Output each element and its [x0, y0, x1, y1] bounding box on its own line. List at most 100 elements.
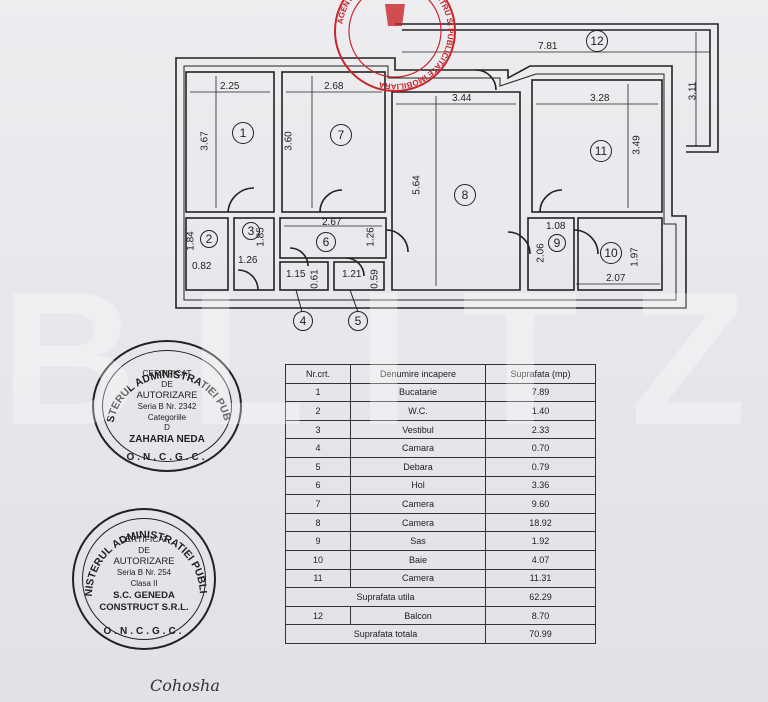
- room-11-walls: [531, 79, 663, 213]
- door-arc-5: [507, 231, 531, 255]
- signature: Cohosha: [150, 676, 220, 695]
- room-10-walls: [577, 217, 663, 291]
- useful-area-label: Suprafata utila: [285, 587, 486, 607]
- cell-area: 11.31: [485, 568, 596, 589]
- cell-nr: 6: [285, 475, 351, 496]
- room-number-12: 12: [586, 30, 608, 52]
- stamp-text: ZAHARIA NEDA: [129, 434, 205, 445]
- room-4-walls: [279, 261, 329, 291]
- stamp-text: O.N.C.G.C.: [103, 626, 185, 637]
- dim-label: 0.82: [192, 261, 212, 272]
- leader-line-4: [295, 289, 303, 313]
- cell-name: Hol: [350, 475, 486, 496]
- room-2-walls: [185, 217, 229, 291]
- cell-nr: 3: [285, 419, 351, 440]
- total-area-label: Suprafata totala: [285, 624, 486, 644]
- cell-area: 8.70: [485, 605, 596, 626]
- room-5-walls: [333, 261, 385, 291]
- cell-name: Baie: [350, 549, 486, 570]
- cell-area: 9.60: [485, 494, 596, 514]
- room-number-9: 9: [548, 234, 566, 252]
- room-number-3: 3: [242, 222, 260, 240]
- cell-area: 2.33: [485, 419, 596, 440]
- room-1-walls: [185, 71, 275, 213]
- cell-nr: 7: [285, 494, 351, 514]
- room-number-5: 5: [348, 311, 368, 331]
- door-arc-1: [227, 187, 255, 213]
- total-area-value: 70.99: [485, 624, 596, 644]
- dim-label: 5.64: [411, 175, 423, 195]
- coat-of-arms-icon: [385, 4, 405, 26]
- cell-name: Camara: [350, 438, 486, 458]
- cell-name: Camera: [350, 494, 486, 514]
- cell-area: 0.79: [485, 456, 596, 477]
- dim-label: 3.60: [283, 131, 295, 151]
- cell-area: 3.36: [485, 475, 596, 496]
- cell-area: 4.07: [485, 549, 596, 570]
- cell-nr: 10: [285, 549, 351, 570]
- room-number-4: 4: [293, 311, 313, 331]
- dim-label: 3.49: [631, 135, 643, 155]
- dim-label: 2.07: [606, 273, 626, 284]
- dim-label: 3.44: [452, 93, 472, 104]
- stamp-text: CERTIFICAT: [142, 368, 192, 378]
- room-9-walls: [527, 217, 575, 291]
- room-number-2: 2: [200, 230, 218, 248]
- useful-area-value: 62.29: [485, 587, 596, 607]
- dim-label: 1.08: [546, 221, 566, 232]
- cell-nr: 2: [285, 401, 351, 421]
- dim-label: 1.26: [365, 227, 377, 247]
- dim-label: 3.11: [687, 81, 699, 101]
- cell-name: Camera: [350, 568, 486, 589]
- dim-label: 3.28: [590, 93, 610, 104]
- stamp-text: Categoriile: [147, 413, 187, 422]
- cell-name: Balcon: [350, 605, 486, 626]
- room-7-walls: [281, 71, 386, 213]
- door-arc-6: [573, 229, 599, 255]
- stamp-text: DE: [161, 379, 173, 389]
- stamp-text: Seria B Nr. 254: [116, 568, 172, 577]
- dim-label: 1.21: [342, 269, 362, 280]
- dim-label: 7.81: [538, 41, 558, 52]
- stamp-text: D: [164, 423, 170, 432]
- door-arc-10: [475, 69, 497, 91]
- door-arc-8: [345, 257, 365, 277]
- stamp-text: AUTORIZARE: [136, 390, 198, 401]
- cell-nr: 12: [285, 605, 351, 626]
- cell-area: 0.70: [485, 438, 596, 458]
- dim-label: 1.26: [238, 255, 258, 266]
- room-6-walls: [279, 217, 387, 259]
- room-number-11: 11: [590, 140, 612, 162]
- balcony-outline: [395, 23, 719, 153]
- room-8-walls: [391, 91, 521, 291]
- cell-area: 1.92: [485, 531, 596, 551]
- cell-name: Debara: [350, 456, 486, 477]
- door-arc-9: [237, 269, 259, 291]
- room-number-7: 7: [330, 124, 352, 146]
- dim-label: 2.68: [324, 81, 344, 92]
- red-cadastre-stamp: AGENTIA NATIONALA DE CADASTRU SI PUBLICI…: [334, 0, 456, 92]
- cell-nr: 11: [285, 568, 351, 589]
- door-arc-4: [539, 189, 563, 213]
- dim-label: 3.67: [199, 131, 211, 151]
- cell-area: 18.92: [485, 512, 596, 533]
- cell-nr: 8: [285, 512, 351, 533]
- stamp-text: Clasa II: [130, 579, 158, 588]
- header-area: Suprafata (mp): [485, 364, 596, 384]
- header-nr: Nr.crt.: [285, 364, 351, 384]
